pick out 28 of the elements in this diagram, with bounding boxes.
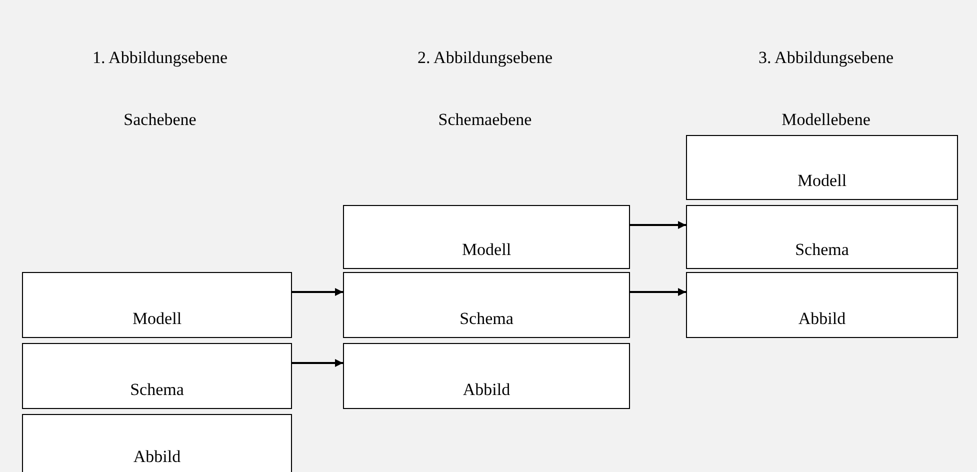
level-box: [686, 205, 958, 269]
column-heading: 3. Abbildungsebene: [758, 48, 894, 68]
level-name: Schemaebene: [438, 110, 532, 130]
box-label: Schema: [794, 240, 850, 260]
level-name: Modellebene: [782, 110, 870, 130]
box-label: Abbild: [797, 309, 847, 329]
box-label: Modell: [796, 171, 848, 191]
box-label: Modell: [460, 240, 512, 260]
level-box: [343, 343, 630, 409]
arrow: [630, 288, 686, 296]
level-box: [22, 272, 292, 338]
arrow: [630, 221, 686, 229]
level-name: Sachebene: [124, 110, 196, 130]
level-box: [686, 272, 958, 338]
column-heading: 1. Abbildungsebene: [92, 48, 228, 68]
box-label: Schema: [458, 309, 514, 329]
level-box: [22, 343, 292, 409]
level-box: [343, 205, 630, 269]
level-box: [22, 414, 292, 472]
arrow: [292, 359, 343, 367]
box-label: Abbild: [462, 380, 512, 400]
level-box: [686, 135, 958, 200]
box-label: Modell: [131, 309, 183, 329]
arrow: [292, 288, 343, 296]
box-label: Abbild: [132, 447, 182, 467]
column-heading: 2. Abbildungsebene: [417, 48, 553, 68]
box-label: Schema: [129, 380, 185, 400]
level-box: [343, 272, 630, 338]
